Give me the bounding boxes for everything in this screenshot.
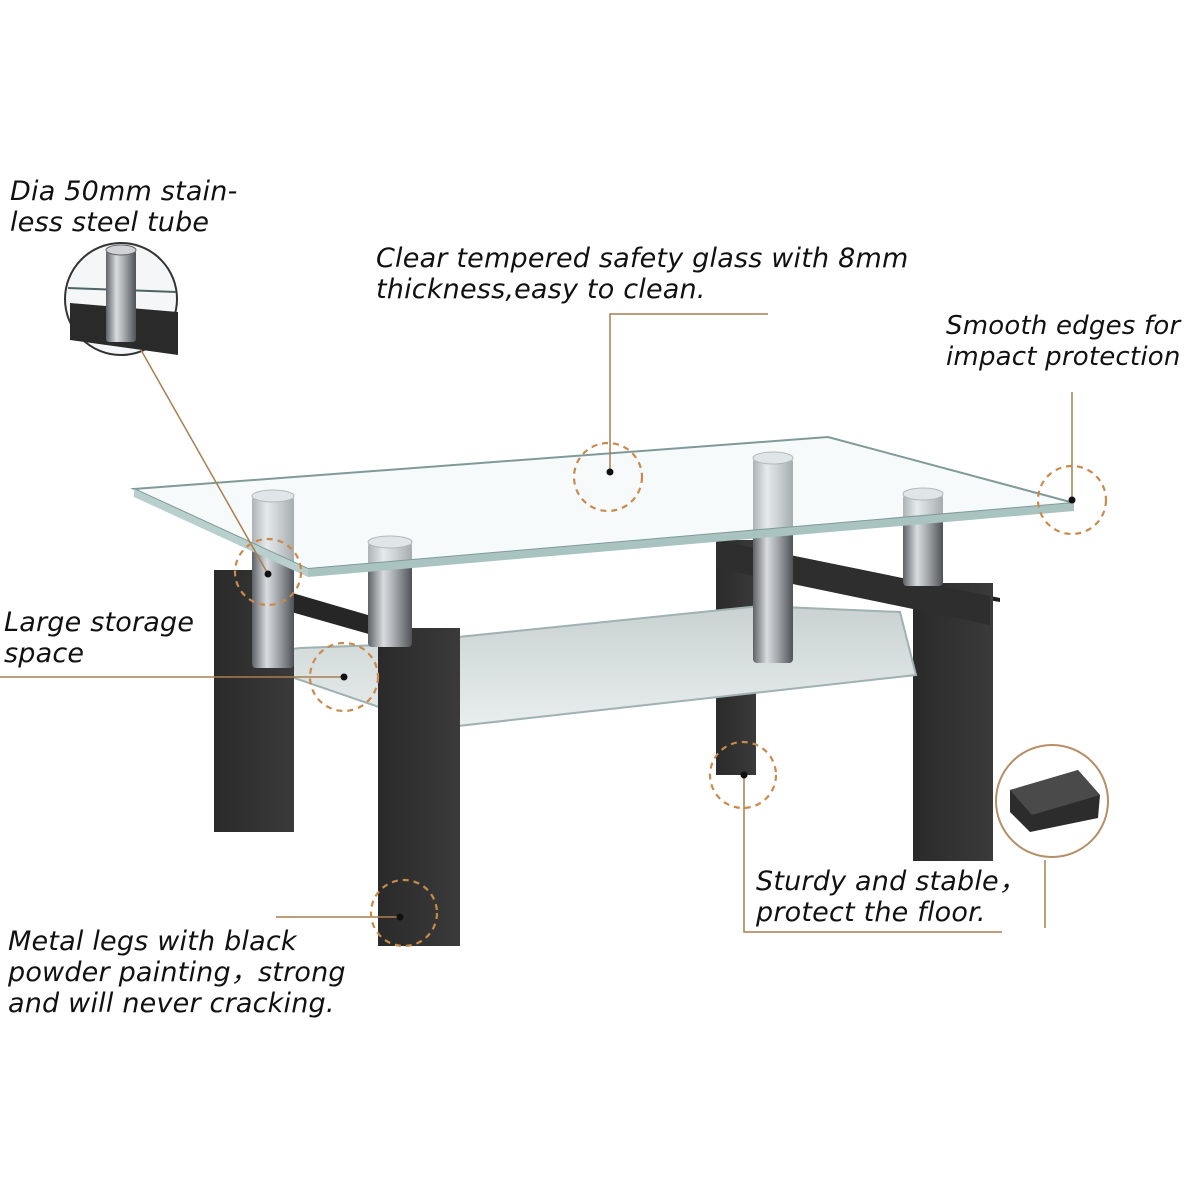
tube-callout-line2: less steel tube bbox=[10, 207, 210, 238]
storage-callout: Large storage space bbox=[4, 607, 194, 669]
legs-callout-line3: and will never cracking. bbox=[8, 988, 335, 1019]
sturdy-leader-line bbox=[743, 775, 1002, 933]
callout-lines bbox=[0, 313, 1073, 933]
leg-marker-circle bbox=[369, 878, 439, 948]
back-right-leg bbox=[913, 583, 993, 861]
floor-marker-circle bbox=[708, 740, 778, 810]
storage-callout-line1: Large storage bbox=[4, 607, 195, 638]
storage-callout-line2: space bbox=[4, 638, 85, 669]
legs-callout: Metal legs with black powder painting，st… bbox=[8, 926, 346, 1019]
glass-callout-line1: Clear tempered safety glass with 8mm bbox=[376, 243, 909, 274]
edges-callout-line2: impact protection bbox=[946, 342, 1181, 372]
front-right-leg bbox=[378, 628, 460, 946]
storage-marker-circle bbox=[308, 641, 380, 713]
edges-callout: Smooth edges for impact protection bbox=[946, 311, 1181, 373]
glass-leader-line bbox=[609, 313, 768, 470]
glass-callout-line2: thickness,easy to clean. bbox=[376, 274, 706, 305]
tube-leader-line bbox=[140, 349, 269, 575]
sturdy-callout-line2: protect the floor. bbox=[756, 897, 986, 928]
glass-callout: Clear tempered safety glass with 8mm thi… bbox=[376, 243, 909, 305]
glass-marker-circle bbox=[572, 441, 644, 513]
sturdy-callout-line1: Sturdy and stable， bbox=[756, 866, 1027, 897]
sturdy-callout: Sturdy and stable， protect the floor. bbox=[756, 866, 1026, 928]
marker-dots bbox=[264, 468, 1076, 921]
tempered-glass-top bbox=[130, 435, 1075, 577]
edge-marker-circle bbox=[1036, 464, 1108, 536]
legs-callout-line2: powder painting，strong bbox=[8, 957, 346, 988]
front-leg-frame bbox=[214, 570, 460, 946]
detail-markers bbox=[233, 441, 1108, 948]
tube-callout-line1: Dia 50mm stain- bbox=[10, 176, 238, 207]
back-leg-frame bbox=[716, 540, 1000, 861]
edges-callout-line1: Smooth edges for bbox=[946, 311, 1181, 341]
tube-callout: Dia 50mm stain- less steel tube bbox=[10, 176, 238, 238]
tube-marker-circle bbox=[233, 537, 303, 607]
tube-detail-inset bbox=[64, 242, 178, 356]
edge-detail-inset bbox=[995, 744, 1109, 858]
legs-callout-line1: Metal legs with black bbox=[8, 926, 297, 957]
